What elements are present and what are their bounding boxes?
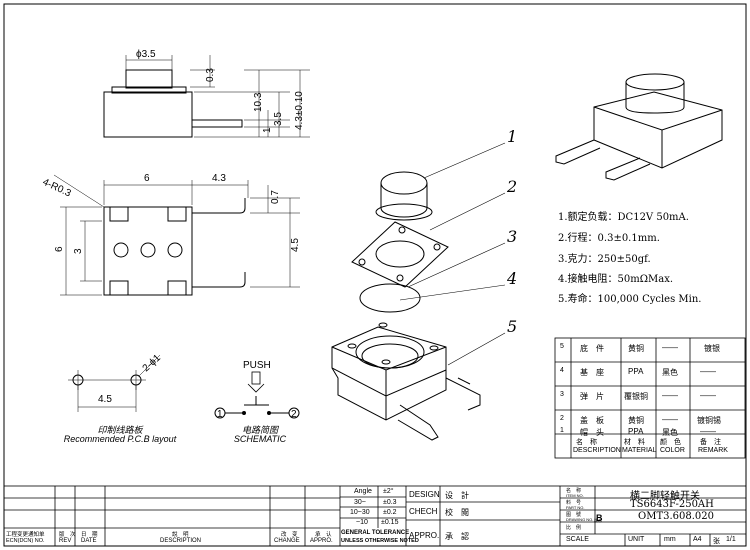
isometric-view (555, 73, 723, 181)
ecn-label-cn: 工程变更通知单 (6, 532, 45, 538)
revision-sub: 版本 (594, 518, 602, 523)
dim-height-3: 3 (73, 248, 84, 254)
dim-height-45: 4.5 (290, 238, 301, 252)
top-view (53, 174, 300, 296)
pcb-layout (68, 354, 161, 412)
paper-size: A4 (693, 536, 702, 543)
dim-pcb-hole: 2-ϕ1 (141, 352, 164, 374)
part-number: TS6643F-250AH (630, 499, 714, 510)
part-label-1: 1 (507, 127, 517, 146)
part-label-4: 4 (506, 269, 517, 288)
general-tolerance-note: UNLESS OTHERWISE NOTED (341, 538, 419, 544)
dim-top-03: 0.3 (205, 68, 216, 82)
dim-width-43: 4.3 (212, 173, 226, 184)
sheet-label: 张 (713, 538, 720, 545)
tol-range-3: ~10 (356, 519, 368, 526)
part-label-2: 2 (506, 177, 517, 196)
part-label-5: 5 (507, 317, 517, 336)
item-name: 横二脚轻触开关 (630, 491, 700, 502)
unit-value: mm (664, 536, 676, 543)
dim-height-43: 4.3±0.10 (294, 91, 305, 130)
spec-line-2: 2.行程：0.3±0.1mm. (558, 233, 660, 244)
dim-cap-diameter: ϕ3.5 (136, 49, 156, 60)
dim-height-35: 3.5 (273, 112, 284, 126)
schematic-caption-cn: 电路简图 (241, 425, 278, 435)
description-label-cn: 說 明 (172, 532, 189, 538)
sheet-count: 1/1 (726, 536, 736, 543)
dim-height-103: 10.3 (253, 92, 264, 112)
general-tolerance: GENERAL TOLERANCE (341, 530, 410, 536)
change-label-cn: 改 变 (281, 532, 298, 538)
dim-width-6: 6 (144, 173, 150, 184)
unit-label: UNIT (628, 536, 645, 543)
dim-radius: 4-R0.3 (41, 177, 73, 200)
revision-letter: B (596, 513, 603, 523)
check-label: CHECH (409, 507, 438, 516)
pcb-caption-en: Recommended P.C.B layout (63, 434, 177, 444)
part-no-label-cn: 料 号 (566, 500, 582, 506)
title-block-grid (3, 485, 747, 547)
drawing-no-label-en: DRAWING NO. (566, 517, 594, 522)
dim-pin-07: 0.7 (270, 190, 281, 204)
change-label-en: CHANGE (274, 538, 300, 544)
tol-angle-value: ±2° (383, 488, 394, 495)
approval-label-cn: 承 认 (315, 532, 332, 538)
design-label: DESIGN (409, 490, 440, 499)
rev-label-en: REV (59, 538, 72, 544)
scale-label: SCALE (566, 536, 589, 543)
tol-range-2-value: ±0.2 (383, 509, 397, 516)
dim-height-6: 6 (54, 246, 65, 252)
tol-range-1-value: ±0.3 (383, 499, 397, 506)
spec-line-1: 1.额定负载：DC12V 50mA. (558, 212, 689, 223)
pcb-caption-cn: 印制线路板 (97, 425, 143, 435)
approve-label: APPRO. (409, 531, 440, 540)
approve-label-cn: 承 認 (445, 532, 469, 541)
scale-label-cn: 比 例 (566, 525, 582, 531)
schematic (214, 371, 300, 419)
dim-pcb-spacing: 4.5 (98, 394, 112, 405)
drawing-no-label-cn: 图 號 (566, 512, 582, 518)
tol-range-3-value: ±0.15 (381, 519, 399, 526)
part-label-3: 3 (507, 227, 517, 246)
schematic-caption-en: SCHEMATIC (233, 434, 287, 444)
schematic-node-1: 1 (217, 409, 223, 420)
side-view (103, 55, 310, 138)
date-label-en: DATE (81, 538, 97, 544)
description-label-en: DESCRIPTION (160, 538, 202, 544)
push-label: PUSH (243, 360, 271, 371)
exploded-view (331, 142, 506, 441)
item-name-label-cn: 名 称 (566, 488, 582, 494)
bom-table (554, 337, 746, 459)
dim-height-1: 1 (262, 127, 273, 133)
rev-label-cn: 版 次 (59, 532, 76, 538)
spec-line-3: 3.克力：250±50gf. (558, 254, 651, 265)
design-label-cn: 设 計 (445, 491, 469, 500)
tol-angle-label: Angle (354, 488, 372, 495)
check-label-cn: 校 閲 (445, 508, 469, 517)
drawing-number: OMT3.608.020 (638, 511, 715, 522)
approval-label-en: APPRO. (310, 538, 333, 544)
tol-range-2: 10~30 (350, 509, 370, 516)
part-no-label-en: PART NO. (566, 505, 585, 510)
tol-range-1: 30~ (354, 499, 366, 506)
spec-line-5: 5.寿命：100,000 Cycles Min. (558, 294, 702, 305)
item-name-label-en: ITEM NO. (566, 493, 584, 498)
schematic-node-2: 2 (291, 409, 297, 420)
ecn-label-en: ECN(DCN) NO. (6, 538, 45, 544)
spec-line-4: 4.接触电阻：50mΩMax. (558, 274, 674, 285)
date-label-cn: 日 期 (81, 532, 98, 538)
